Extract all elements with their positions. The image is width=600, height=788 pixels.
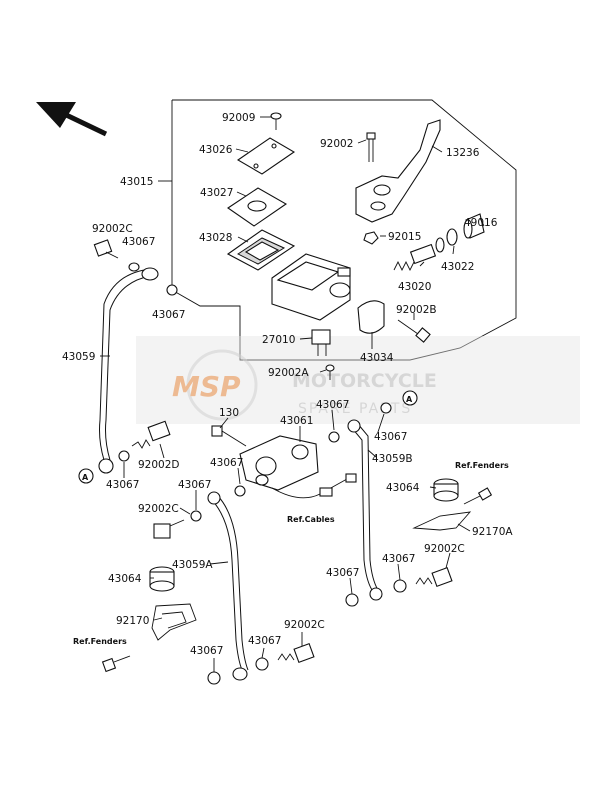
label-43061: 43061 xyxy=(280,415,313,427)
master-cylinder-body xyxy=(271,253,351,321)
label-43067-a: 43067 xyxy=(122,236,155,248)
washer-right-a xyxy=(393,579,407,593)
front-direction-arrow-icon xyxy=(36,102,108,137)
label-43034: 43034 xyxy=(360,352,394,364)
bolt-92002c-upper xyxy=(93,239,119,259)
label-92002c-right: 92002C xyxy=(424,543,465,555)
switch-27010 xyxy=(311,329,331,356)
piston-kit-43020 xyxy=(393,237,445,272)
label-92002a: 92002A xyxy=(268,367,309,379)
label-43067-g: 43067 xyxy=(178,479,211,491)
label-92170a: 92170A xyxy=(472,526,513,538)
bolt-92002b xyxy=(397,319,431,343)
brake-hose-43059b xyxy=(347,419,383,601)
label-49016: 49016 xyxy=(464,217,498,229)
label-43022: 43022 xyxy=(441,261,474,273)
bolt-92002c-bottom xyxy=(277,642,315,664)
label-92002: 92002 xyxy=(320,138,353,150)
label-92009: 92009 xyxy=(222,112,255,124)
boot-49016 xyxy=(463,213,485,239)
label-92002c-mid: 92002C xyxy=(138,503,179,515)
label-ref-cables: Ref.Cables xyxy=(287,515,335,524)
label-ref-fenders-left: Ref.Fenders xyxy=(73,637,127,646)
washer-upper-a xyxy=(128,262,140,272)
bracket-92170 xyxy=(151,603,197,641)
label-43064-left: 43064 xyxy=(108,573,142,585)
svg-text:A: A xyxy=(406,395,413,404)
bolt-130 xyxy=(211,425,247,447)
label-92002d: 92002D xyxy=(138,459,180,471)
label-43067-j: 43067 xyxy=(248,635,281,647)
bolt-92002d xyxy=(131,420,171,449)
washer-left-a xyxy=(118,450,130,462)
joint-43061 xyxy=(239,435,319,491)
cable-clip xyxy=(271,473,357,499)
label-27010: 27010 xyxy=(262,334,295,346)
washer-right-b xyxy=(345,593,359,607)
brake-hose-43059a xyxy=(207,491,249,681)
label-43067-h: 43067 xyxy=(382,553,415,565)
reservoir-cap-43026 xyxy=(236,137,296,175)
label-ref-fenders-right: Ref.Fenders xyxy=(455,461,509,470)
bolt-92002c-mid xyxy=(153,519,185,539)
label-13236: 13236 xyxy=(446,147,480,159)
bolt-92002 xyxy=(366,132,376,162)
watermark: MSP MOTORCYCLE SPARE PARTS xyxy=(136,336,580,424)
bolt-ref-fenders-left xyxy=(101,655,131,673)
watermark-logo: MSP xyxy=(172,370,241,403)
label-92170: 92170 xyxy=(116,615,149,627)
marker-a-top: A xyxy=(402,390,418,406)
washer-mid-c xyxy=(234,485,246,497)
diaphragm-plate-43027 xyxy=(227,187,288,227)
label-43027: 43027 xyxy=(200,187,233,199)
clamp-43034 xyxy=(357,300,385,334)
circlip-43022 xyxy=(446,228,458,246)
label-43059b: 43059B xyxy=(372,453,413,465)
washer-bottom-a xyxy=(207,671,221,685)
label-43015: 43015 xyxy=(120,176,153,188)
grommet-43064-right xyxy=(433,478,459,502)
washer-mid-d xyxy=(190,510,202,522)
label-43067-k: 43067 xyxy=(190,645,223,657)
washer-bottom-b xyxy=(255,657,269,671)
brake-lever-13236 xyxy=(355,119,441,223)
label-43059: 43059 xyxy=(62,351,95,363)
label-92002c-bottom: 92002C xyxy=(284,619,325,631)
bolt-92002c-right xyxy=(415,566,453,588)
bracket-92170a xyxy=(412,511,472,531)
grommet-43064-left xyxy=(149,566,175,592)
label-43026: 43026 xyxy=(199,144,233,156)
label-43067-e: 43067 xyxy=(210,457,243,469)
screw-92009 xyxy=(270,112,282,130)
label-43020: 43020 xyxy=(398,281,431,293)
washer-upper-b xyxy=(166,284,178,296)
part-labels: 92009 43026 92002 13236 43015 43027 4901… xyxy=(62,112,513,657)
brake-hose-43059 xyxy=(98,267,159,474)
label-43067-b: 43067 xyxy=(152,309,185,321)
label-43059a: 43059A xyxy=(172,559,213,571)
nut-92015 xyxy=(363,231,379,245)
label-43067-d: 43067 xyxy=(374,431,407,443)
watermark-title: MOTORCYCLE xyxy=(292,370,437,392)
label-130: 130 xyxy=(219,407,239,419)
marker-a-left: A xyxy=(78,468,94,484)
washer-mid-a xyxy=(328,431,340,443)
svg-text:A: A xyxy=(82,473,89,482)
label-92002b: 92002B xyxy=(396,304,437,316)
washer-mid-b xyxy=(380,402,392,414)
label-43064-right: 43064 xyxy=(386,482,420,494)
leader-lines xyxy=(100,116,485,672)
assembly-outline xyxy=(171,99,517,361)
bolt-ref-fenders-right xyxy=(463,487,493,505)
label-43067-i: 43067 xyxy=(326,567,359,579)
label-92015: 92015 xyxy=(388,231,421,243)
label-43067-f: 43067 xyxy=(106,479,139,491)
diaphragm-43028 xyxy=(226,229,296,271)
label-43028: 43028 xyxy=(199,232,232,244)
label-43067-c: 43067 xyxy=(316,399,349,411)
screw-92002a xyxy=(325,364,335,380)
label-92002c-top: 92002C xyxy=(92,223,133,235)
